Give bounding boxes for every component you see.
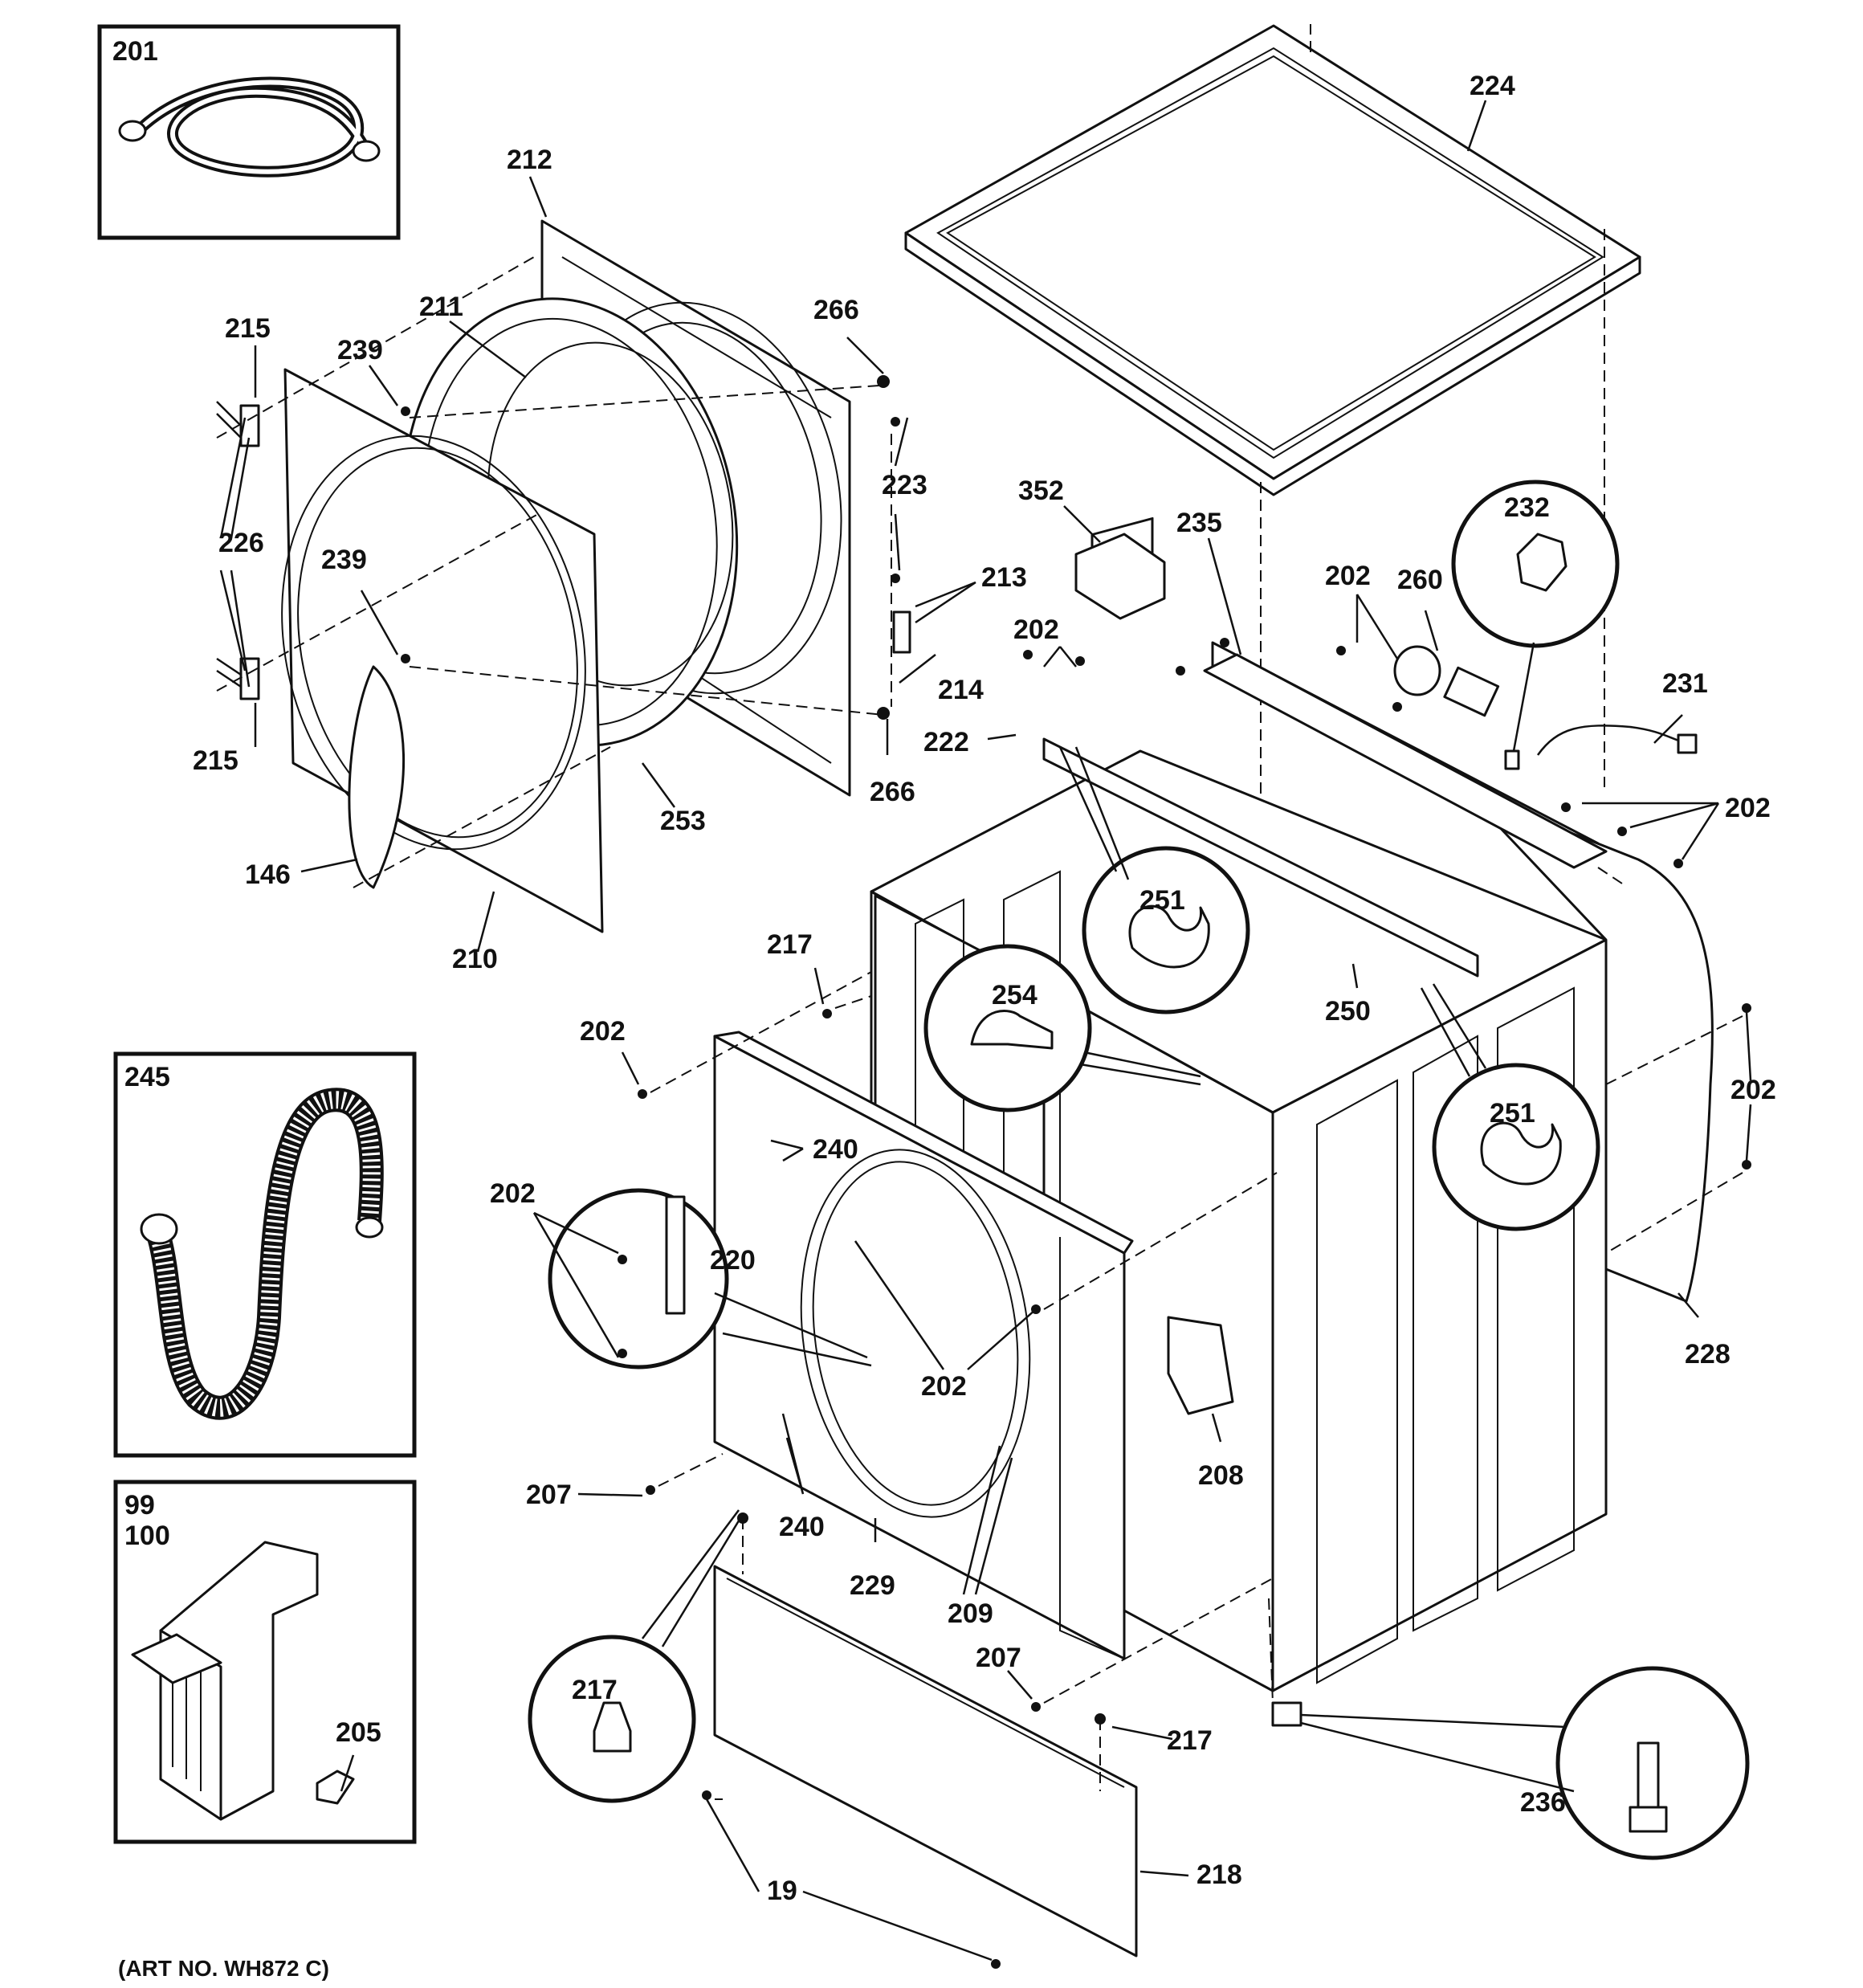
callout-240-top: 240 xyxy=(813,1134,858,1165)
callout-223: 223 xyxy=(882,470,927,500)
leveling-foot xyxy=(1271,1701,1302,1727)
inset-inlet-hose xyxy=(97,24,401,240)
callout-19: 19 xyxy=(767,1876,797,1906)
callout-239-mid: 239 xyxy=(321,545,367,575)
callout-201: 201 xyxy=(112,36,158,67)
callout-251-right: 251 xyxy=(1490,1098,1535,1129)
callout-217-detail: 217 xyxy=(572,1675,618,1705)
callout-labels: 201 212 224 211 215 239 266 223 226 239 … xyxy=(112,36,1776,1981)
callout-202-inset: 202 xyxy=(490,1178,536,1209)
cabinet-screws xyxy=(638,638,1751,1969)
callout-210: 210 xyxy=(452,944,498,974)
callout-226: 226 xyxy=(218,528,264,558)
callout-245: 245 xyxy=(124,1062,170,1092)
callout-228: 228 xyxy=(1685,1339,1731,1370)
callout-202-frame: 202 xyxy=(921,1371,967,1402)
callout-214: 214 xyxy=(938,675,984,705)
leader-lines xyxy=(219,100,1752,1961)
toe-kick-218 xyxy=(713,1565,1138,1957)
callout-215-bottom: 215 xyxy=(193,745,238,776)
callout-202-top: 202 xyxy=(1325,561,1371,591)
rear-panel-228 xyxy=(1464,790,1714,1303)
detail-circle-254 xyxy=(923,944,1201,1112)
callout-202-right: 202 xyxy=(1725,793,1771,823)
detail-circle-236 xyxy=(1300,1666,1750,1860)
screws-upper-left xyxy=(401,375,911,720)
detail-circle-251-right xyxy=(1420,983,1600,1231)
detail-circle-220 xyxy=(548,1188,872,1370)
door-latch-208 xyxy=(1167,1316,1234,1415)
callout-222: 222 xyxy=(923,727,969,757)
callout-213: 213 xyxy=(981,562,1027,593)
callout-207-right: 207 xyxy=(976,1643,1021,1673)
callout-99: 99 xyxy=(124,1490,155,1521)
front-frame-229 xyxy=(713,1031,1134,1660)
callout-207-left: 207 xyxy=(526,1480,572,1510)
callout-202-rear: 202 xyxy=(1731,1075,1776,1105)
inset-drain-hose xyxy=(113,1051,417,1458)
callout-217-bottom: 217 xyxy=(1167,1725,1213,1756)
inlet-hose-illustration xyxy=(118,76,381,178)
callout-253: 253 xyxy=(660,806,706,836)
detail-circle-251-left xyxy=(1058,746,1250,1014)
callout-217-top: 217 xyxy=(767,929,813,960)
part-352 xyxy=(1074,533,1166,620)
callout-202-left: 202 xyxy=(580,1016,626,1047)
assembly-lines-lower xyxy=(650,867,1743,1800)
callout-205: 205 xyxy=(336,1717,381,1748)
detail-circle-232 xyxy=(1451,480,1620,752)
callout-232: 232 xyxy=(1504,492,1550,523)
assembly-lines-upper-left xyxy=(216,256,892,888)
callout-250: 250 xyxy=(1325,996,1371,1027)
callout-235: 235 xyxy=(1176,508,1222,538)
callout-236: 236 xyxy=(1520,1787,1566,1818)
callout-254: 254 xyxy=(992,980,1037,1010)
callout-260: 260 xyxy=(1397,565,1443,595)
callout-212: 212 xyxy=(507,145,552,175)
inset-control-module xyxy=(113,1480,417,1844)
callout-352: 352 xyxy=(1018,476,1064,506)
art-number: (ART NO. WH872 C) xyxy=(118,1956,329,1981)
callout-224: 224 xyxy=(1470,71,1515,101)
callout-266-bottom: 266 xyxy=(870,777,915,807)
callout-240-bottom: 240 xyxy=(779,1512,825,1542)
top-cover xyxy=(904,24,1641,916)
callout-208: 208 xyxy=(1198,1460,1244,1491)
callout-146: 146 xyxy=(245,859,291,890)
callout-209: 209 xyxy=(948,1598,993,1629)
drain-hose-illustration xyxy=(147,1088,384,1420)
callout-266-top: 266 xyxy=(813,295,859,325)
detail-circle-217 xyxy=(528,1509,744,1803)
callout-231: 231 xyxy=(1662,668,1708,699)
callout-229: 229 xyxy=(850,1570,895,1601)
callout-211: 211 xyxy=(419,292,463,322)
callout-202-tub: 202 xyxy=(1013,614,1059,645)
callout-239-top: 239 xyxy=(337,335,383,365)
callout-100: 100 xyxy=(124,1521,170,1551)
callout-215-top: 215 xyxy=(225,313,271,344)
callout-251-left: 251 xyxy=(1139,885,1185,916)
callout-220: 220 xyxy=(710,1245,756,1276)
door-seal-146 xyxy=(348,665,405,889)
callout-218: 218 xyxy=(1196,1859,1242,1890)
